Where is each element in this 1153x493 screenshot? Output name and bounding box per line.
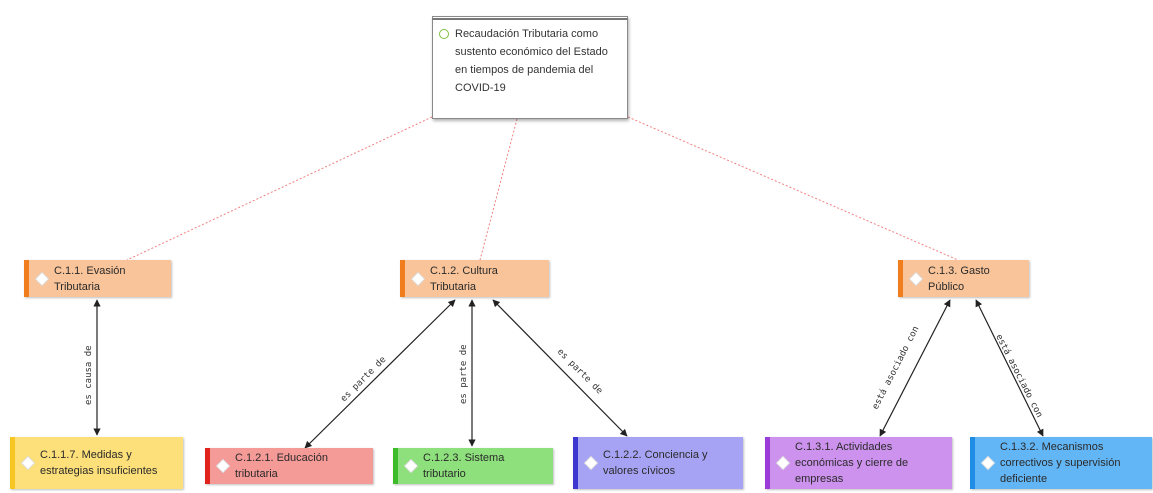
diamond-icon	[403, 458, 419, 474]
node-label: C.1.3.2. Mecanismos correctivos y superv…	[1000, 441, 1121, 485]
node-label: C.1.2.1. Educación tributaria	[235, 452, 328, 480]
concept-c121[interactable]: C.1.2.1. Educación tributaria	[205, 448, 373, 484]
concept-c12[interactable]: C.1.2. Cultura Tributaria	[400, 260, 549, 297]
root-concept[interactable]: Recaudación Tributaria como sustento eco…	[432, 16, 628, 119]
node-accent	[24, 260, 29, 297]
diamond-icon	[20, 455, 36, 471]
node-accent	[10, 437, 15, 489]
node-label: C.1.3.1. Actividades económicas y cierre…	[795, 441, 909, 485]
node-label: C.1.3. Gasto Público	[928, 264, 990, 293]
root-label: Recaudación Tributaria como sustento eco…	[455, 28, 608, 94]
diamond-icon	[908, 271, 924, 286]
diamond-icon	[980, 455, 996, 471]
diamond-icon	[215, 458, 231, 474]
arrow-c13-c131	[879, 299, 951, 437]
circle-icon	[439, 29, 449, 39]
node-accent	[765, 437, 770, 489]
node-label: C.1.2.2. Conciencia y valores cívicos	[603, 449, 708, 477]
concept-c122[interactable]: C.1.2.2. Conciencia y valores cívicos	[573, 437, 743, 489]
diamond-icon	[410, 271, 426, 286]
diamond-icon	[583, 455, 599, 471]
link-root-c13	[627, 116, 959, 261]
edge-label: es parte de	[555, 347, 604, 396]
node-accent	[393, 448, 398, 484]
link-root-c12	[479, 118, 518, 261]
edge-label: está asociado con	[871, 325, 922, 412]
node-accent	[573, 437, 578, 489]
edge-label: es parte de	[339, 355, 388, 404]
link-root-c11	[126, 116, 433, 261]
root-frame	[432, 16, 628, 20]
node-accent	[205, 448, 210, 484]
node-label: C.1.1. Evasión Tributaria	[54, 264, 126, 293]
concept-c123[interactable]: C.1.2.3. Sistema tributario	[393, 448, 553, 484]
concept-c131[interactable]: C.1.3.1. Actividades económicas y cierre…	[765, 437, 952, 489]
concept-c13[interactable]: C.1.3. Gasto Público	[898, 260, 1029, 297]
edge-label: es causa de	[84, 345, 94, 405]
diamond-icon	[34, 271, 50, 286]
concept-c11[interactable]: C.1.1. Evasión Tributaria	[24, 260, 171, 297]
edge-label: es parte de	[459, 344, 469, 404]
node-label: C.1.2. Cultura Tributaria	[430, 264, 498, 293]
concept-c117[interactable]: C.1.1.7. Medidas y estrategias insuficie…	[10, 437, 183, 489]
node-accent	[400, 260, 405, 297]
edge-label: está asociado con	[993, 333, 1044, 420]
node-accent	[970, 437, 975, 489]
node-label: C.1.2.3. Sistema tributario	[423, 452, 505, 480]
arrow-c12-c121	[304, 299, 456, 449]
concept-c132[interactable]: C.1.3.2. Mecanismos correctivos y superv…	[970, 437, 1152, 489]
arrow-c12-c122	[492, 299, 628, 437]
node-accent	[898, 260, 903, 297]
diamond-icon	[775, 455, 791, 471]
arrow-c13-c132	[975, 299, 1044, 437]
node-label: C.1.1.7. Medidas y estrategias insuficie…	[40, 449, 158, 477]
